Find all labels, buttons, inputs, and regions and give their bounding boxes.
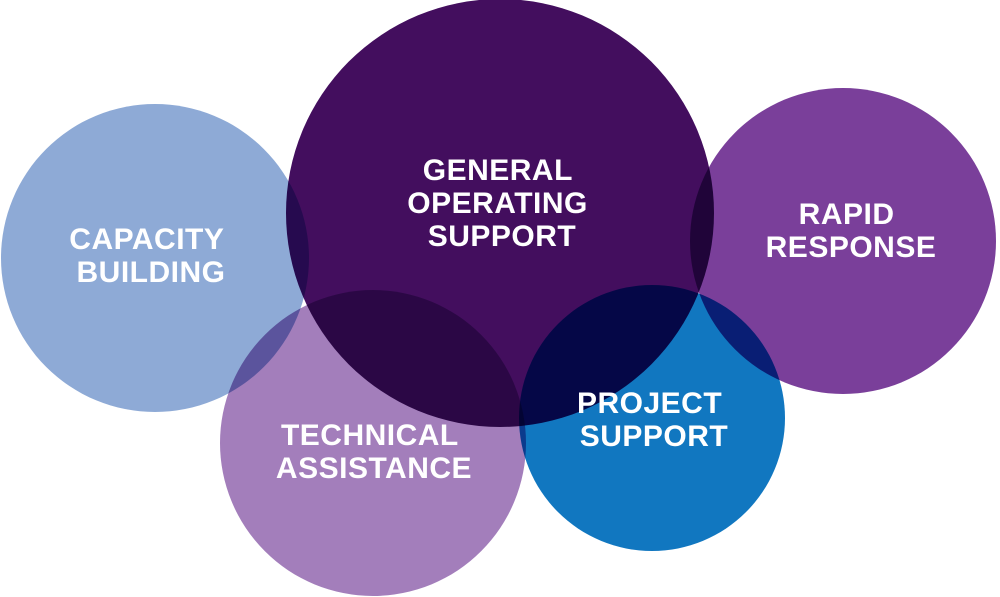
labels-group: CAPACITY BUILDING TECHNICAL ASSISTANCE G… [69, 154, 936, 485]
rapid-response-line-1: RAPID [799, 198, 895, 231]
rapid-response-circle [690, 88, 996, 394]
technical-assistance-line-2: ASSISTANCE [276, 452, 472, 485]
general-operating-support-label: GENERAL OPERATING SUPPORT [407, 154, 596, 253]
capacity-building-circle [1, 104, 309, 412]
capacity-building-line-1: CAPACITY [69, 223, 224, 256]
project-support-line-1: PROJECT [577, 387, 722, 420]
project-support-line-2: SUPPORT [580, 420, 729, 453]
general-operating-support-line-3: SUPPORT [428, 220, 577, 253]
rapid-response-line-2: RESPONSE [766, 231, 937, 264]
rapid-response-label: RAPID RESPONSE [766, 198, 937, 264]
project-support-label: PROJECT SUPPORT [577, 387, 731, 453]
capacity-building-label: CAPACITY BUILDING [69, 223, 232, 289]
technical-assistance-line-1: TECHNICAL [281, 419, 458, 452]
technical-assistance-label: TECHNICAL ASSISTANCE [276, 419, 472, 485]
project-support-circle [519, 285, 785, 551]
general-operating-support-line-2: OPERATING [407, 187, 588, 220]
capacity-building-line-2: BUILDING [77, 256, 226, 289]
general-operating-support-line-1: GENERAL [423, 154, 573, 187]
